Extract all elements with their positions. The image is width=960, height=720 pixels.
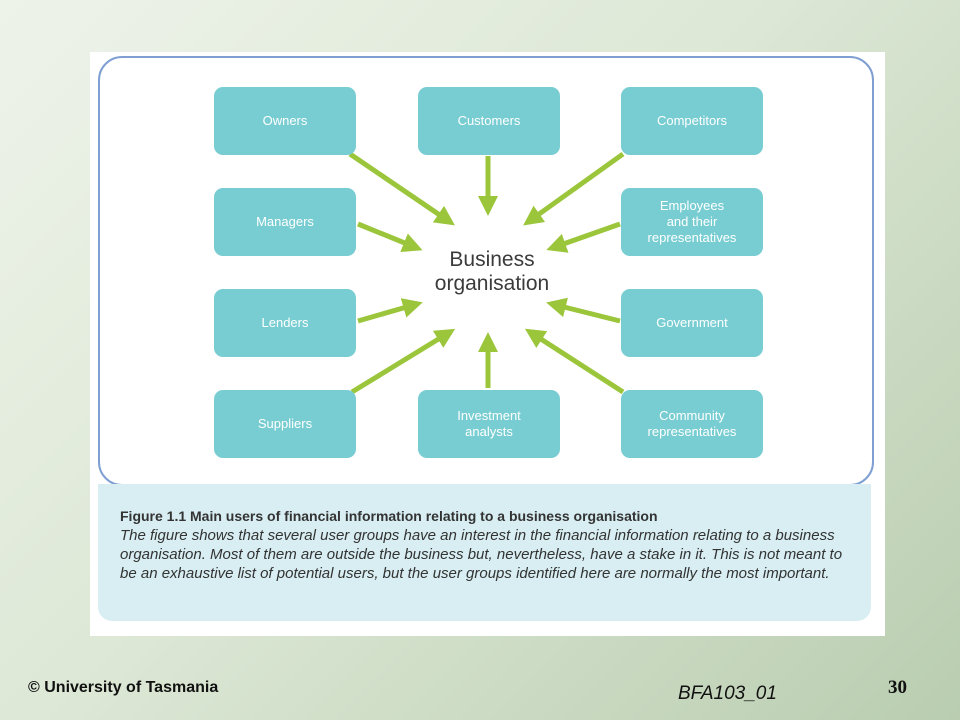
arrow-lenders <box>357 298 423 324</box>
node-lenders: Lenders <box>214 289 356 357</box>
node-government: Government <box>621 289 763 357</box>
figure-caption-title: Figure 1.1 Main users of financial infor… <box>120 508 658 524</box>
node-community: Community representatives <box>621 390 763 458</box>
center-node-business-organisation: Business organisation <box>434 248 550 295</box>
node-investment-analysts: Investment analysts <box>418 390 560 458</box>
arrow-layer <box>348 151 625 395</box>
figure-caption-body: The figure shows that several user group… <box>120 527 843 582</box>
figure-image: Owners Customers Competitors Managers Em… <box>90 52 885 636</box>
arrow-community <box>524 328 625 395</box>
node-competitors: Competitors <box>621 87 763 155</box>
arrow-government <box>546 297 621 324</box>
node-employees: Employees and their representatives <box>621 188 763 256</box>
arrow-employees <box>546 221 621 253</box>
page-number: 30 <box>888 677 907 698</box>
node-managers: Managers <box>214 188 356 256</box>
node-owners: Owners <box>214 87 356 155</box>
arrow-managers <box>357 221 423 252</box>
arrow-suppliers <box>350 328 456 395</box>
caption-box <box>98 484 871 621</box>
course-code: BFA103_01 <box>678 683 777 704</box>
node-suppliers: Suppliers <box>214 390 356 458</box>
arrow-competitors <box>523 151 625 226</box>
node-customers: Customers <box>418 87 560 155</box>
arrow-owners <box>348 151 455 226</box>
copyright-text: © University of Tasmania <box>28 679 219 696</box>
